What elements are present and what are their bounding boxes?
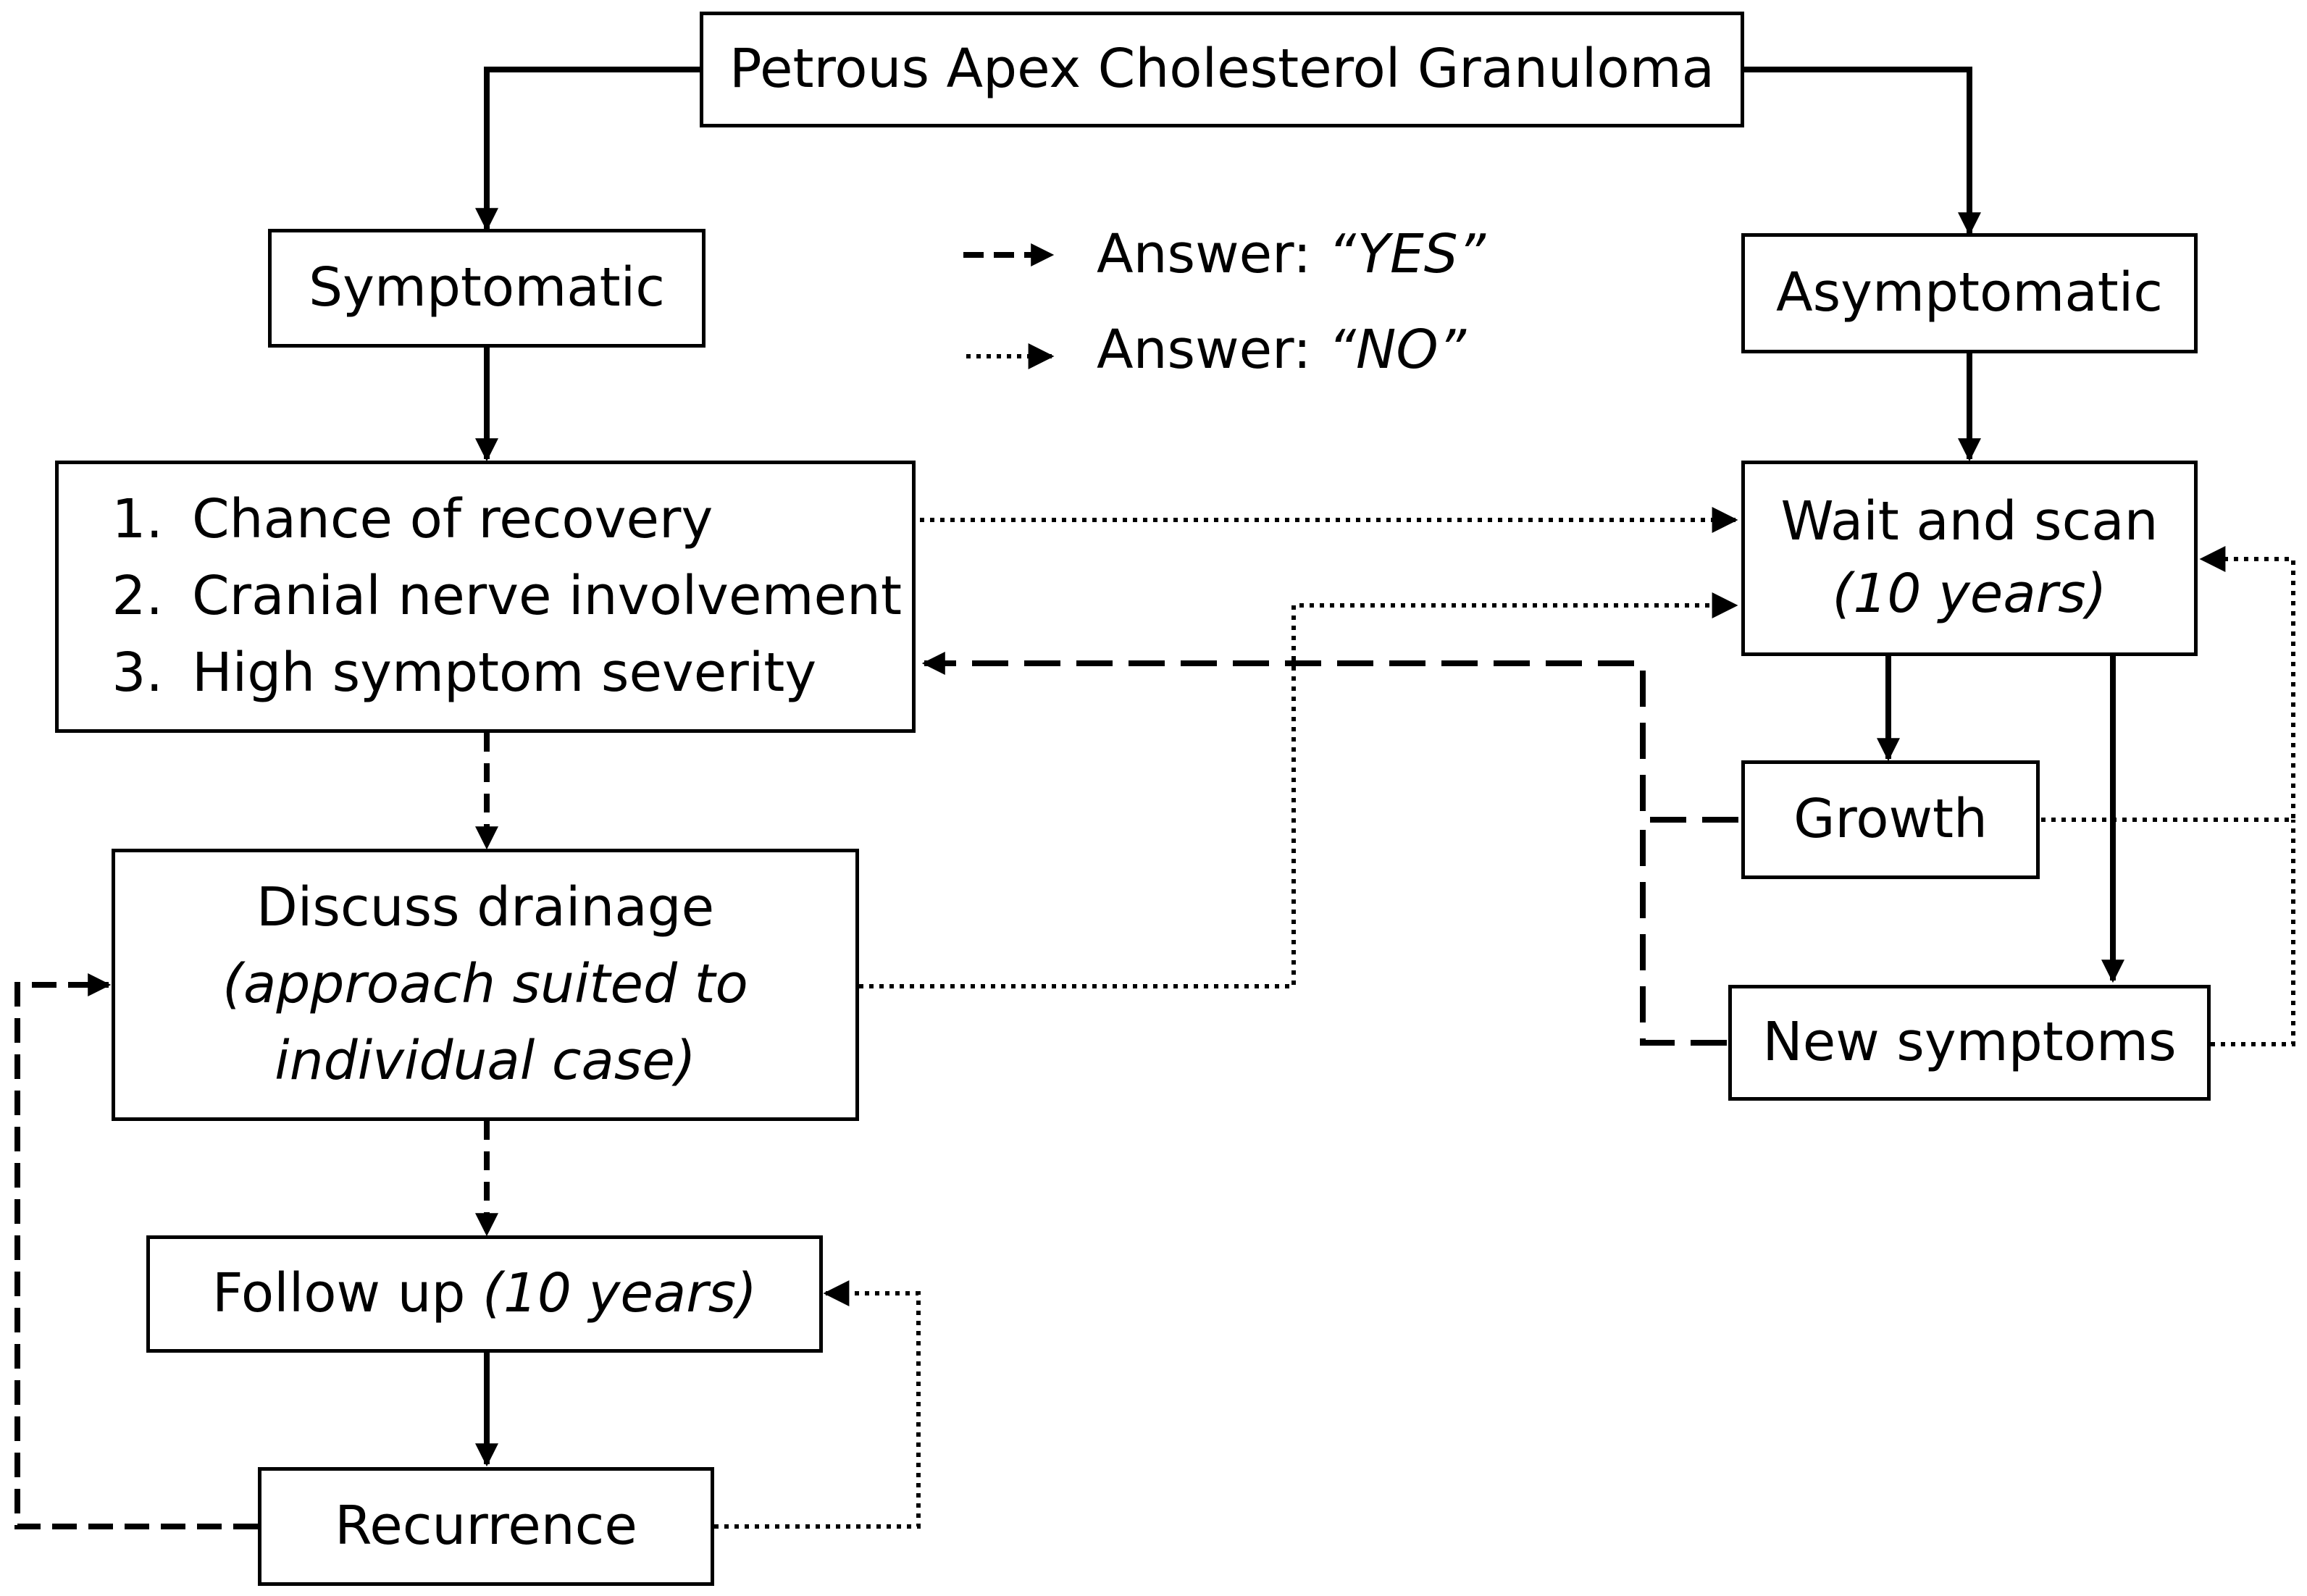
node-symptomatic-label: Symptomatic bbox=[309, 256, 665, 319]
legend-no-prefix: Answer: bbox=[1097, 319, 1328, 381]
wait-scan-title: Wait and scan bbox=[1780, 490, 2159, 553]
node-growth-label: Growth bbox=[1793, 788, 1988, 851]
follow-up-title: Follow up bbox=[212, 1262, 482, 1325]
node-wait-scan: Wait and scan (10 years) bbox=[1741, 461, 2198, 656]
edge-recurrence-followup bbox=[714, 1280, 921, 1529]
node-follow-up: Follow up (10 years) bbox=[146, 1235, 823, 1353]
discuss-note-2: individual case) bbox=[275, 1029, 696, 1092]
criteria-item: 3.High symptom severity bbox=[112, 641, 817, 704]
node-discuss-drainage: Discuss drainage (approach suited to ind… bbox=[112, 849, 859, 1121]
wait-scan-note: (10 years) bbox=[1832, 563, 2107, 625]
legend-no-value: “NO” bbox=[1328, 319, 1466, 381]
node-root-label: Petrous Apex Cholesterol Granuloma bbox=[729, 38, 1715, 101]
edge-growth-criteria bbox=[921, 652, 1738, 823]
edge-newsymptoms-wait bbox=[2211, 820, 2295, 1046]
legend-yes: Answer: “YES” bbox=[1097, 223, 1486, 285]
criteria-list: 1.Chance of recovery 2.Cranial nerve inv… bbox=[69, 482, 902, 711]
edge-newsymptoms-criteria bbox=[1640, 820, 1727, 1046]
node-root: Petrous Apex Cholesterol Granuloma bbox=[700, 12, 1744, 127]
discuss-note-1: (approach suited to bbox=[222, 953, 748, 1016]
edge-root-asymptomatic bbox=[1742, 67, 1981, 236]
criteria-item: 2.Cranial nerve involvement bbox=[112, 565, 902, 628]
node-asymptomatic-label: Asymptomatic bbox=[1775, 261, 2163, 324]
edge-root-symptomatic bbox=[475, 67, 700, 232]
edge-recurrence-discuss bbox=[14, 973, 258, 1529]
legend-no: Answer: “NO” bbox=[1097, 319, 1466, 381]
criteria-item: 1.Chance of recovery bbox=[112, 488, 713, 551]
discuss-title: Discuss drainage bbox=[256, 876, 715, 939]
node-new-symptoms: New symptoms bbox=[1728, 985, 2211, 1101]
legend-yes-prefix: Answer: bbox=[1097, 223, 1328, 285]
edge-discuss-wait bbox=[859, 592, 1738, 988]
node-criteria: 1.Chance of recovery 2.Cranial nerve inv… bbox=[55, 461, 916, 733]
node-new-symptoms-label: New symptoms bbox=[1762, 1011, 2177, 1074]
node-recurrence-label: Recurrence bbox=[335, 1495, 637, 1558]
legend-yes-value: “YES” bbox=[1328, 223, 1486, 285]
follow-up-note: (10 years) bbox=[482, 1262, 758, 1325]
node-growth: Growth bbox=[1741, 760, 2040, 879]
node-symptomatic: Symptomatic bbox=[268, 229, 706, 348]
edge-growth-wait bbox=[2041, 546, 2295, 822]
node-recurrence: Recurrence bbox=[258, 1467, 714, 1586]
node-asymptomatic: Asymptomatic bbox=[1741, 233, 2198, 353]
